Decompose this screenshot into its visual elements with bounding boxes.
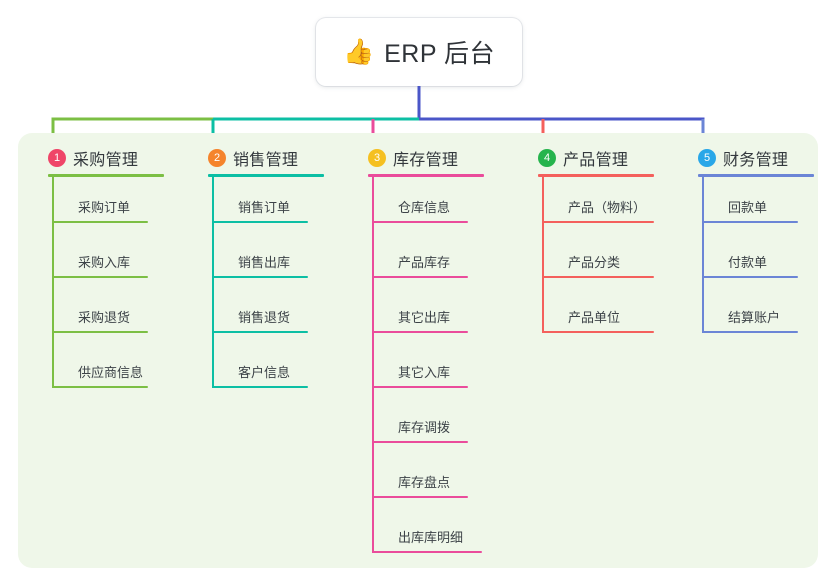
menu-item-underline [52,331,148,333]
menu-item-underline [372,441,468,443]
category-spine [702,177,704,333]
category-title: 产品管理 [563,152,629,169]
category-header-3[interactable]: 3 库存管理 [368,146,458,170]
menu-item-label: 出库库明细 [398,530,464,545]
category-title: 采购管理 [73,152,139,169]
menu-item-label: 采购订单 [78,200,131,215]
category-underline [48,174,164,177]
category-number-badge: 4 [538,149,556,167]
category-header-1[interactable]: 1 采购管理 [48,146,138,170]
menu-item-underline [372,221,468,223]
menu-item-label: 库存盘点 [398,475,451,490]
menu-item-label: 销售出库 [238,255,291,270]
menu-item-underline [542,221,654,223]
category-spine [52,177,54,388]
menu-item-underline [212,386,308,388]
menu-item-label: 销售退货 [238,310,291,325]
menu-item-label: 产品单位 [568,310,621,325]
menu-item-label: 结算账户 [728,310,781,325]
category-number-badge: 5 [698,149,716,167]
menu-item-underline [212,331,308,333]
menu-item-underline [372,496,468,498]
menu-item-label: 供应商信息 [78,365,144,380]
category-underline [698,174,814,177]
category-number-badge: 3 [368,149,386,167]
category-title: 财务管理 [723,152,789,169]
menu-item-underline [372,551,482,553]
menu-item-underline [542,331,654,333]
menu-item-label: 其它出库 [398,310,451,325]
category-number-badge: 2 [208,149,226,167]
menu-item-label: 产品（物料） [568,200,647,215]
menu-item-underline [372,386,468,388]
category-title: 库存管理 [393,152,459,169]
menu-item-label: 仓库信息 [398,200,451,215]
menu-item-underline [212,221,308,223]
mindmap-panel: 1 采购管理采购订单采购入库采购退货供应商信息 2 销售管理销售订单销售出库销售退货客… [18,133,818,568]
category-underline [538,174,654,177]
root-node-card[interactable]: 👍 ERP 后台 [316,18,522,86]
menu-item-underline [702,331,798,333]
menu-item-label: 产品分类 [568,255,621,270]
menu-item-label: 产品库存 [398,255,451,270]
category-underline [368,174,484,177]
menu-item-label: 付款单 [728,255,768,270]
category-title: 销售管理 [233,152,299,169]
menu-item-label: 回款单 [728,200,768,215]
menu-item-underline [702,276,798,278]
category-header-2[interactable]: 2 销售管理 [208,146,298,170]
menu-item-underline [542,276,654,278]
menu-item-underline [52,276,148,278]
menu-item-underline [372,276,468,278]
category-spine [372,177,374,553]
menu-item-label: 库存调拨 [398,420,451,435]
root-title: ERP 后台 [384,40,496,68]
category-header-4[interactable]: 4 产品管理 [538,146,628,170]
menu-item-label: 其它入库 [398,365,451,380]
menu-item-label: 采购入库 [78,255,131,270]
menu-item-underline [212,276,308,278]
category-number-badge: 1 [48,149,66,167]
menu-item-label: 采购退货 [78,310,131,325]
menu-item-label: 客户信息 [238,365,291,380]
category-header-5[interactable]: 5 财务管理 [698,146,788,170]
category-spine [212,177,214,388]
category-spine [542,177,544,333]
menu-item-underline [52,386,148,388]
category-underline [208,174,324,177]
menu-item-underline [702,221,798,223]
menu-item-underline [372,331,468,333]
menu-item-underline [52,221,148,223]
menu-item-label: 销售订单 [238,200,291,215]
thumbs-up-icon: 👍 [342,37,375,66]
